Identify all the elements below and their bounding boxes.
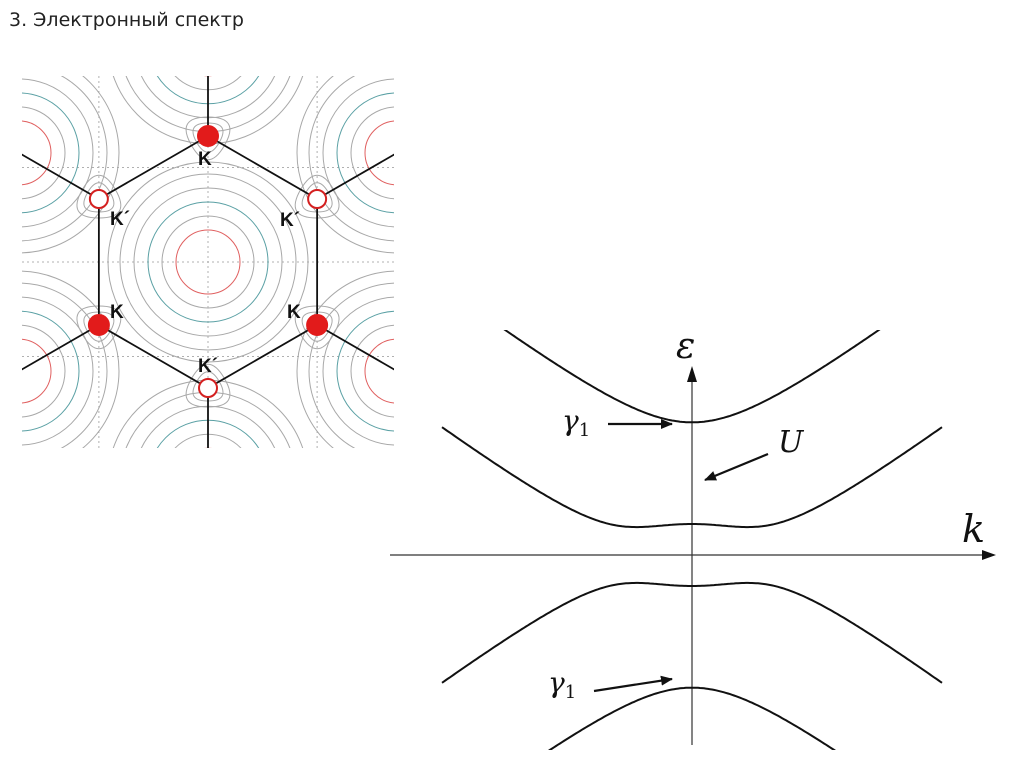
upper-mexican-hat-band (441, 426, 943, 529)
valley-label-kprime-upper-right: K´ (280, 210, 300, 231)
energy-contour (22, 78, 94, 228)
energy-contour (119, 173, 297, 351)
zone-boundary-line (22, 324, 100, 371)
energy-contour (350, 106, 394, 200)
valley-contour (185, 116, 231, 161)
valley-contour (301, 182, 333, 213)
kprime-point-open (307, 189, 328, 209)
valley-label-k-lower-left: K (110, 302, 124, 323)
valley-labels: K K´ K´ K K K´ (110, 149, 301, 377)
energy-contour (22, 120, 52, 186)
valley-contour (83, 311, 115, 342)
energy-contour (364, 120, 394, 186)
energy-contour (22, 310, 80, 432)
kprime-point-open (198, 378, 218, 398)
energy-contour (22, 76, 120, 254)
gamma1-upper-label: γ1 (562, 404, 590, 441)
energy-contour (296, 270, 394, 448)
energy-contour (308, 282, 394, 448)
gamma1-lower-arrow (593, 675, 673, 693)
valley-contour (294, 174, 340, 219)
band-curves (441, 330, 943, 750)
energy-contour (322, 296, 394, 446)
energy-contour (107, 161, 309, 363)
valley-contour (294, 305, 340, 350)
u-label: U (778, 425, 805, 460)
energy-contour (22, 92, 80, 214)
energy-contour (364, 338, 394, 404)
upper-outer-band (503, 330, 881, 424)
energy-contour (308, 76, 394, 242)
energy-contour (22, 106, 66, 200)
u-arrow (704, 452, 769, 482)
lower-mexican-hat-band (441, 581, 943, 684)
energy-contour (133, 187, 283, 337)
energy-axis-label: ε (676, 330, 695, 367)
energy-contour (322, 78, 394, 228)
energy-contour (22, 296, 94, 446)
lower-outer-band (548, 686, 836, 750)
k-point-filled (197, 125, 219, 147)
valley-label-k-top: K (198, 149, 212, 170)
valley-contour (301, 311, 333, 342)
energy-contour (296, 76, 394, 254)
zone-boundary-line (316, 324, 394, 371)
energy-contour (336, 310, 394, 432)
valley-contour (185, 363, 231, 408)
valley-contour (192, 122, 224, 153)
energy-contour (22, 270, 120, 448)
energy-contour (350, 324, 394, 418)
k-axis-arrowhead (982, 550, 996, 560)
valley-contour (192, 371, 224, 402)
k-point-filled (306, 314, 329, 336)
energy-contour (22, 76, 108, 242)
zone-boundary-line (22, 153, 100, 200)
valley-points (87, 125, 329, 398)
energy-contour (22, 324, 66, 418)
valley-label-kprime-upper-left: K´ (110, 209, 130, 230)
k-point-filled (87, 314, 110, 336)
energy-axis-arrowhead (687, 366, 697, 382)
energy-contour (161, 215, 255, 309)
slide-title: 3. Электронный спектр (9, 9, 244, 31)
valley-label-k-lower-right: K (287, 302, 301, 323)
energy-contour (22, 338, 52, 404)
valley-contour (76, 174, 122, 219)
energy-contour (22, 282, 108, 448)
valley-label-kprime-bottom: K´ (198, 356, 218, 377)
gamma1-lower-label: γ1 (548, 666, 576, 703)
valley-contour (76, 305, 122, 350)
energy-contour (336, 92, 394, 214)
brillouin-zone-diagram: K K´ K´ K K K´ (22, 76, 394, 448)
valley-contour (83, 182, 115, 213)
energy-contour (175, 229, 241, 295)
k-axis-label: k (962, 507, 985, 551)
band-structure-diagram: ε k γ1 U γ1 (390, 330, 996, 750)
zone-boundary-line (316, 153, 394, 200)
energy-contour (147, 201, 269, 323)
kprime-point-open (88, 189, 109, 209)
